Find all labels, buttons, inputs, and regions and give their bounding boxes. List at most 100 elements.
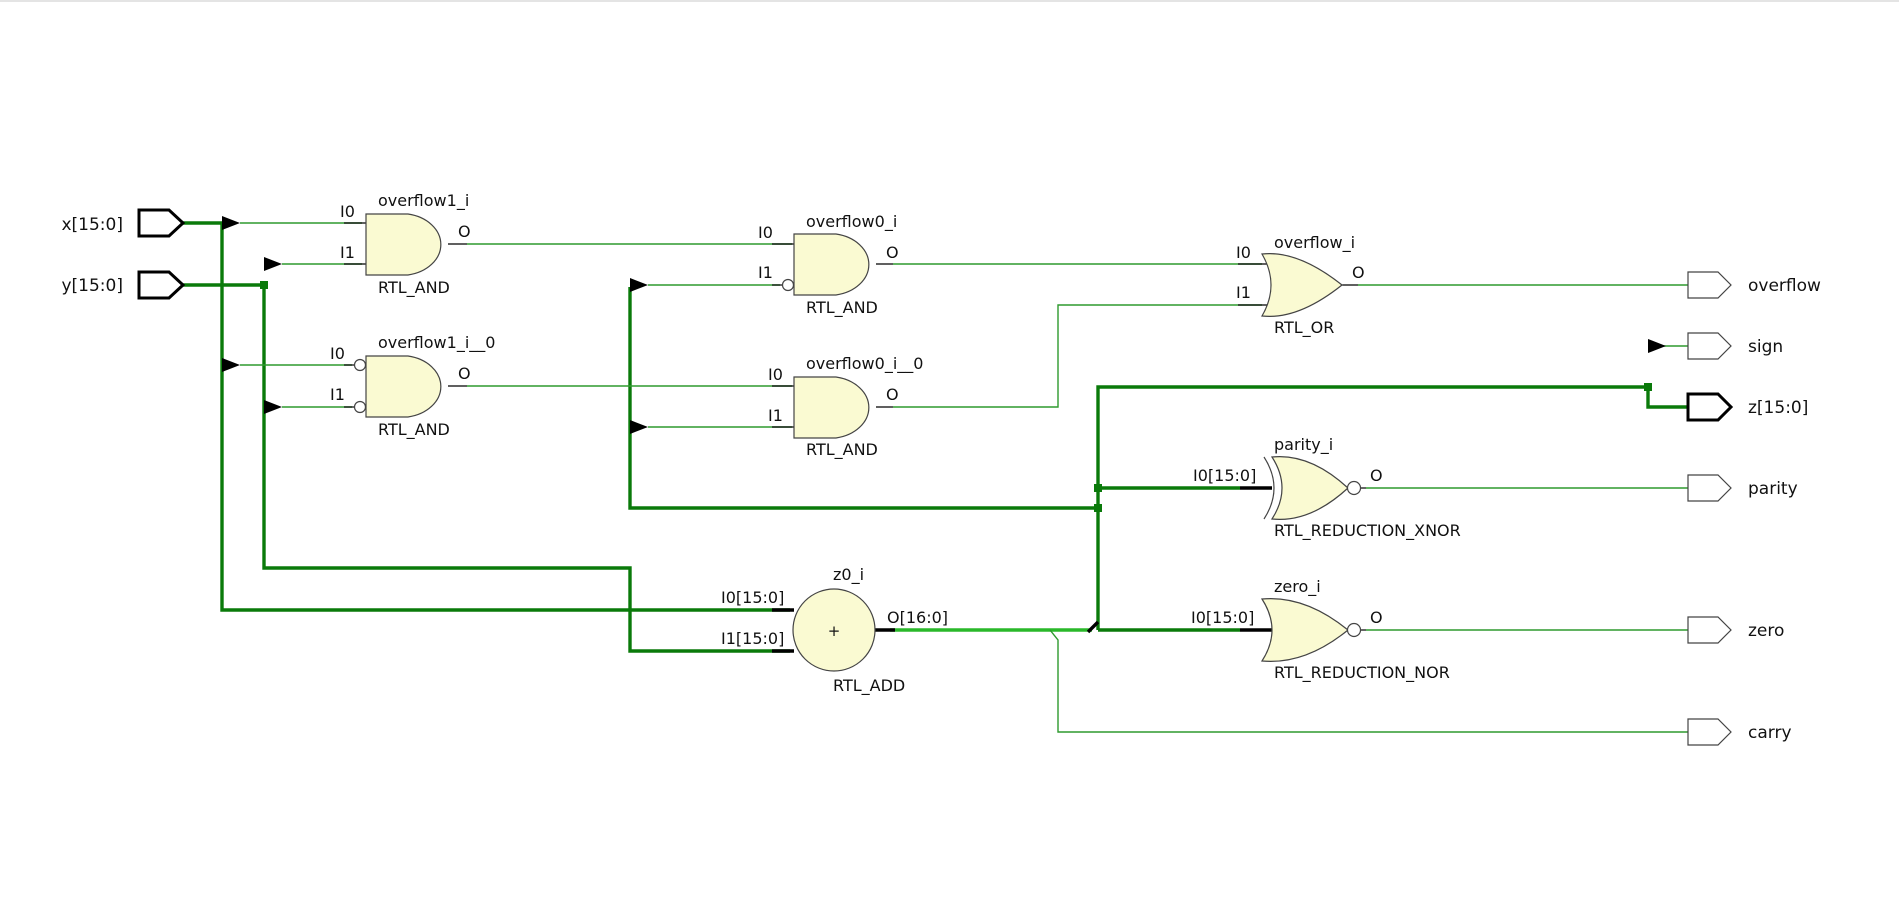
pin-label: I1	[330, 385, 345, 404]
pin-label: I0[15:0]	[721, 588, 784, 607]
adder-icon	[792, 588, 876, 672]
pin-label: O	[886, 385, 899, 404]
instance-name: overflow_i	[1274, 233, 1355, 253]
and-gate-icon	[793, 376, 870, 439]
pin-label: O[16:0]	[887, 608, 948, 627]
cell-type: RTL_AND	[378, 278, 450, 298]
junction-dot	[1094, 484, 1102, 492]
bus-ripper	[264, 257, 282, 271]
inverter-bubble-icon	[1346, 480, 1362, 496]
port-label: x[15:0]	[61, 215, 123, 235]
pin-label: I0[15:0]	[1193, 466, 1256, 485]
pin-label: I1	[768, 406, 783, 425]
input-port-icon	[137, 208, 186, 238]
instance-name: overflow1_i	[378, 191, 469, 211]
port-label: y[15:0]	[61, 276, 123, 296]
port-label: z[15:0]	[1748, 398, 1808, 418]
instance-name: overflow0_i__0	[806, 354, 923, 374]
bus-ripper	[222, 358, 240, 372]
instance-name: z0_i	[833, 565, 864, 585]
junction-dot	[260, 281, 268, 289]
port-label: carry	[1748, 723, 1792, 743]
net-x-trunk	[220, 223, 790, 612]
pin-label: I0	[768, 365, 783, 384]
bus-ripper	[630, 278, 648, 292]
output-port-carry[interactable]: carry	[1687, 718, 1792, 746]
cell-type: RTL_AND	[378, 420, 450, 440]
instance-name: overflow1_i__0	[378, 333, 495, 353]
port-label: overflow	[1748, 276, 1821, 296]
instance-name: overflow0_i	[806, 212, 897, 232]
net-y-trunk	[262, 285, 790, 653]
output-port-sign[interactable]: sign	[1687, 332, 1783, 360]
bus-ripper	[630, 420, 648, 434]
junctions	[222, 216, 1666, 512]
and-gate-icon	[365, 355, 442, 418]
output-port-icon	[1687, 474, 1732, 502]
junction-dot	[1094, 504, 1102, 512]
and-gate-icon	[365, 213, 442, 276]
cell-overflow1-i[interactable]: overflow1_i I0 I1 O RTL_AND	[340, 191, 471, 298]
pin-label: I0	[330, 344, 345, 363]
cell-z0-i[interactable]: z0_i + I0[15:0] I1[15:0] O[16:0] RTL_ADD	[721, 565, 948, 696]
output-port-icon	[1686, 392, 1734, 422]
pin-label: O	[1370, 466, 1383, 485]
net-sum-ripper	[1086, 620, 1100, 634]
pin-label: I1[15:0]	[721, 629, 784, 648]
instance-name: parity_i	[1274, 435, 1333, 455]
output-port-parity[interactable]: parity	[1687, 474, 1798, 502]
cell-zero-i[interactable]: zero_i I0[15:0] O RTL_REDUCTION_NOR	[1191, 577, 1450, 683]
input-port-x[interactable]: x[15:0]	[61, 208, 186, 238]
cell-type: RTL_REDUCTION_NOR	[1274, 663, 1450, 683]
output-port-icon	[1687, 616, 1732, 644]
xnor-gate-icon	[1270, 455, 1349, 521]
cell-parity-i[interactable]: parity_i I0[15:0] O RTL_REDUCTION_XNOR	[1193, 435, 1461, 541]
pin-label: I0	[340, 202, 355, 221]
cell-overflow-i[interactable]: overflow_i I0 I1 O RTL_OR	[1236, 233, 1365, 338]
output-port-zero[interactable]: zero	[1687, 616, 1784, 644]
net-carry	[1049, 629, 1688, 733]
pin-label: O	[458, 364, 471, 383]
net-overflow0_0-out	[893, 304, 1262, 408]
port-label: zero	[1748, 621, 1784, 641]
output-port-z[interactable]: z[15:0]	[1686, 392, 1808, 422]
cell-type: RTL_AND	[806, 298, 878, 318]
port-label: parity	[1748, 479, 1798, 499]
top-border	[0, 0, 1899, 2]
junction-dot	[1644, 383, 1652, 391]
output-port-icon	[1687, 271, 1732, 299]
port-label: sign	[1748, 337, 1783, 357]
pin-label: O	[458, 222, 471, 241]
pin-label: I1	[1236, 283, 1251, 302]
bus-ripper	[1648, 339, 1666, 353]
bus-ripper	[264, 400, 282, 414]
cell-type: RTL_AND	[806, 440, 878, 460]
inverter-bubble-icon	[353, 400, 367, 414]
net-z-trunk	[1096, 385, 1688, 630]
cell-overflow1-i-0[interactable]: overflow1_i__0 I0 I1 O RTL_AND	[330, 333, 495, 440]
instance-name: zero_i	[1274, 577, 1321, 597]
inverter-bubble-icon	[781, 278, 795, 292]
nets	[183, 221, 1688, 733]
input-port-icon	[137, 270, 186, 300]
pin-label: I0	[1236, 243, 1251, 262]
xor-input-arc-icon	[1263, 456, 1275, 520]
and-gate-icon	[793, 233, 870, 296]
nor-gate-icon	[1260, 597, 1349, 663]
output-port-icon	[1687, 718, 1732, 746]
bus-ripper	[222, 216, 240, 230]
cell-overflow0-i-0[interactable]: overflow0_i__0 I0 I1 O RTL_AND	[768, 354, 923, 460]
cell-type: RTL_REDUCTION_XNOR	[1274, 521, 1461, 541]
pin-label: I1	[340, 243, 355, 262]
output-port-icon	[1687, 332, 1732, 360]
net-z-sign-branch	[628, 287, 1098, 510]
output-port-overflow[interactable]: overflow	[1687, 271, 1821, 299]
input-port-y[interactable]: y[15:0]	[61, 270, 186, 300]
pin-label: I1	[758, 263, 773, 282]
pin-label: I0	[758, 223, 773, 242]
pin-label: O	[1352, 263, 1365, 282]
cell-overflow0-i[interactable]: overflow0_i I0 I1 O RTL_AND	[758, 212, 899, 318]
pin-label: I0[15:0]	[1191, 608, 1254, 627]
inverter-bubble-icon	[353, 358, 367, 372]
